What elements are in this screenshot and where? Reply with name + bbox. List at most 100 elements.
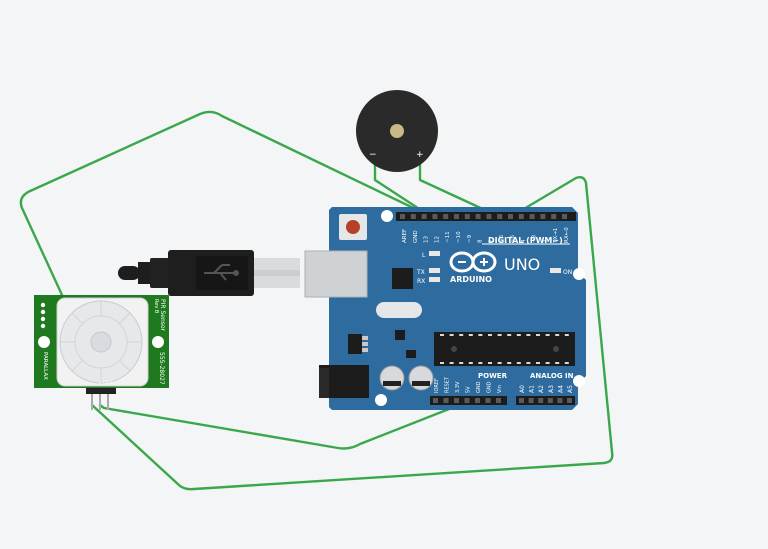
analog-pin-label: A1 bbox=[529, 385, 536, 393]
brand-label: ARDUINO bbox=[450, 275, 492, 284]
on-label: ON bbox=[563, 269, 572, 276]
mounting-hole bbox=[381, 210, 393, 222]
power-pin[interactable] bbox=[496, 398, 501, 403]
wires bbox=[19, 110, 614, 491]
digital-pin[interactable] bbox=[562, 214, 567, 219]
analog-pin-label: A2 bbox=[538, 385, 545, 393]
power-pin[interactable] bbox=[443, 398, 449, 403]
wire-pir-outer-loop[interactable] bbox=[19, 110, 432, 297]
digital-pin-label: ~10 bbox=[456, 231, 462, 243]
wire-buzzer-minus-to-gnd[interactable] bbox=[373, 158, 432, 218]
analog-header bbox=[516, 396, 575, 405]
pir-pin-label: − bbox=[90, 381, 94, 386]
led-l bbox=[429, 251, 440, 256]
mounting-hole bbox=[152, 336, 164, 348]
power-pin[interactable] bbox=[475, 398, 480, 403]
capacitor bbox=[408, 365, 434, 391]
power-pin-label: IOREF bbox=[434, 378, 440, 393]
digital-pin[interactable] bbox=[497, 214, 503, 219]
digital-pin[interactable] bbox=[454, 214, 459, 219]
mounting-hole bbox=[573, 268, 585, 280]
pir-sensor-title: PIR Sensor bbox=[159, 299, 166, 332]
digital-pin[interactable] bbox=[464, 214, 470, 219]
analog-pin-label: A3 bbox=[548, 385, 555, 393]
digital-pin[interactable] bbox=[551, 214, 557, 219]
digital-pin-label: ~6 bbox=[499, 234, 505, 243]
capacitor bbox=[379, 365, 405, 391]
reset-button-cap[interactable] bbox=[346, 220, 360, 234]
model-label: UNO bbox=[504, 255, 540, 274]
atmega-chip bbox=[434, 332, 575, 366]
power-jack[interactable] bbox=[319, 365, 369, 398]
digital-label: DIGITAL (PWM~) bbox=[488, 236, 563, 245]
led-rx bbox=[429, 277, 440, 282]
buzzer-plus-label: + bbox=[416, 150, 424, 160]
wire-pir-out-to-pin7[interactable] bbox=[90, 175, 614, 491]
led-on bbox=[550, 268, 561, 273]
digital-pin-label: AREF bbox=[402, 229, 408, 243]
power-pin-label: GND bbox=[487, 381, 493, 393]
power-pin[interactable] bbox=[464, 398, 470, 403]
digital-pin[interactable] bbox=[540, 214, 546, 219]
piezo-buzzer[interactable]: − + bbox=[356, 90, 438, 172]
led-l-label: L bbox=[422, 252, 426, 259]
power-pin[interactable] bbox=[433, 398, 438, 403]
analog-pin[interactable] bbox=[519, 398, 524, 403]
digital-pin-label: 4 bbox=[521, 239, 527, 243]
digital-pin-label: GND bbox=[413, 230, 419, 243]
pir-pin-label: + bbox=[98, 380, 102, 386]
digital-pin-label: 12 bbox=[434, 236, 440, 243]
analog-pin[interactable] bbox=[547, 398, 553, 403]
digital-pin[interactable] bbox=[508, 214, 513, 219]
mounting-hole bbox=[573, 375, 585, 387]
digital-pin[interactable] bbox=[400, 214, 405, 219]
wire-pir-plus-to-5v[interactable] bbox=[98, 398, 474, 450]
arduino-logo-icon bbox=[449, 251, 497, 273]
jumper-pads bbox=[40, 302, 46, 329]
digital-pin-label: 2 bbox=[542, 240, 548, 244]
fresnel-lens-icon bbox=[59, 300, 143, 384]
analog-pin[interactable] bbox=[528, 398, 534, 403]
pir-sensor-rev: Rev B bbox=[153, 299, 159, 314]
digital-pin[interactable] bbox=[443, 214, 449, 219]
arduino-logo-symbols bbox=[458, 258, 488, 266]
usb-b-port[interactable] bbox=[304, 250, 368, 298]
power-label: POWER bbox=[478, 372, 508, 380]
usb-cable[interactable] bbox=[118, 250, 300, 296]
analog-pin[interactable] bbox=[538, 398, 544, 403]
led-tx bbox=[429, 268, 440, 273]
pir-sensor[interactable]: PIR Sensor Rev B 555-28027 PARALLAX −+OU… bbox=[34, 295, 169, 410]
digital-pin[interactable] bbox=[518, 214, 524, 219]
small-chip bbox=[406, 350, 416, 358]
analog-pin[interactable] bbox=[557, 398, 563, 403]
power-pin[interactable] bbox=[485, 398, 491, 403]
digital-pin[interactable] bbox=[421, 214, 427, 219]
analog-pin[interactable] bbox=[567, 398, 572, 403]
power-pin-labels: IOREF RESET 3.3V 5V GND GND Vin bbox=[434, 376, 503, 393]
buzzer-minus-label: − bbox=[369, 150, 377, 160]
wire-buzzer-plus-to-pin8[interactable] bbox=[418, 158, 500, 218]
digital-pin[interactable] bbox=[486, 214, 492, 219]
pir-sensor-brand: PARALLAX bbox=[42, 352, 48, 380]
digital-pin-label: ~3 bbox=[532, 234, 538, 243]
digital-pin-label: 13 bbox=[424, 236, 430, 243]
power-pin-label: RESET bbox=[445, 376, 451, 393]
digital-pin[interactable] bbox=[529, 214, 535, 219]
pir-pin-labels: −+OUT bbox=[90, 380, 113, 386]
mounting-hole bbox=[375, 394, 387, 406]
power-pin-label: Vin bbox=[497, 385, 503, 393]
power-pin-label: 3.3V bbox=[455, 381, 461, 393]
power-pin[interactable] bbox=[454, 398, 459, 403]
digital-pin[interactable] bbox=[410, 214, 416, 219]
digital-pin[interactable] bbox=[432, 214, 438, 219]
power-pin-label: GND bbox=[476, 381, 482, 393]
analog-pin-label: A4 bbox=[557, 385, 564, 393]
buzzer-center-icon bbox=[390, 124, 404, 138]
digital-pin[interactable] bbox=[475, 214, 481, 219]
power-pin-label: 5V bbox=[466, 386, 472, 393]
analog-pin-label: A0 bbox=[519, 385, 526, 393]
